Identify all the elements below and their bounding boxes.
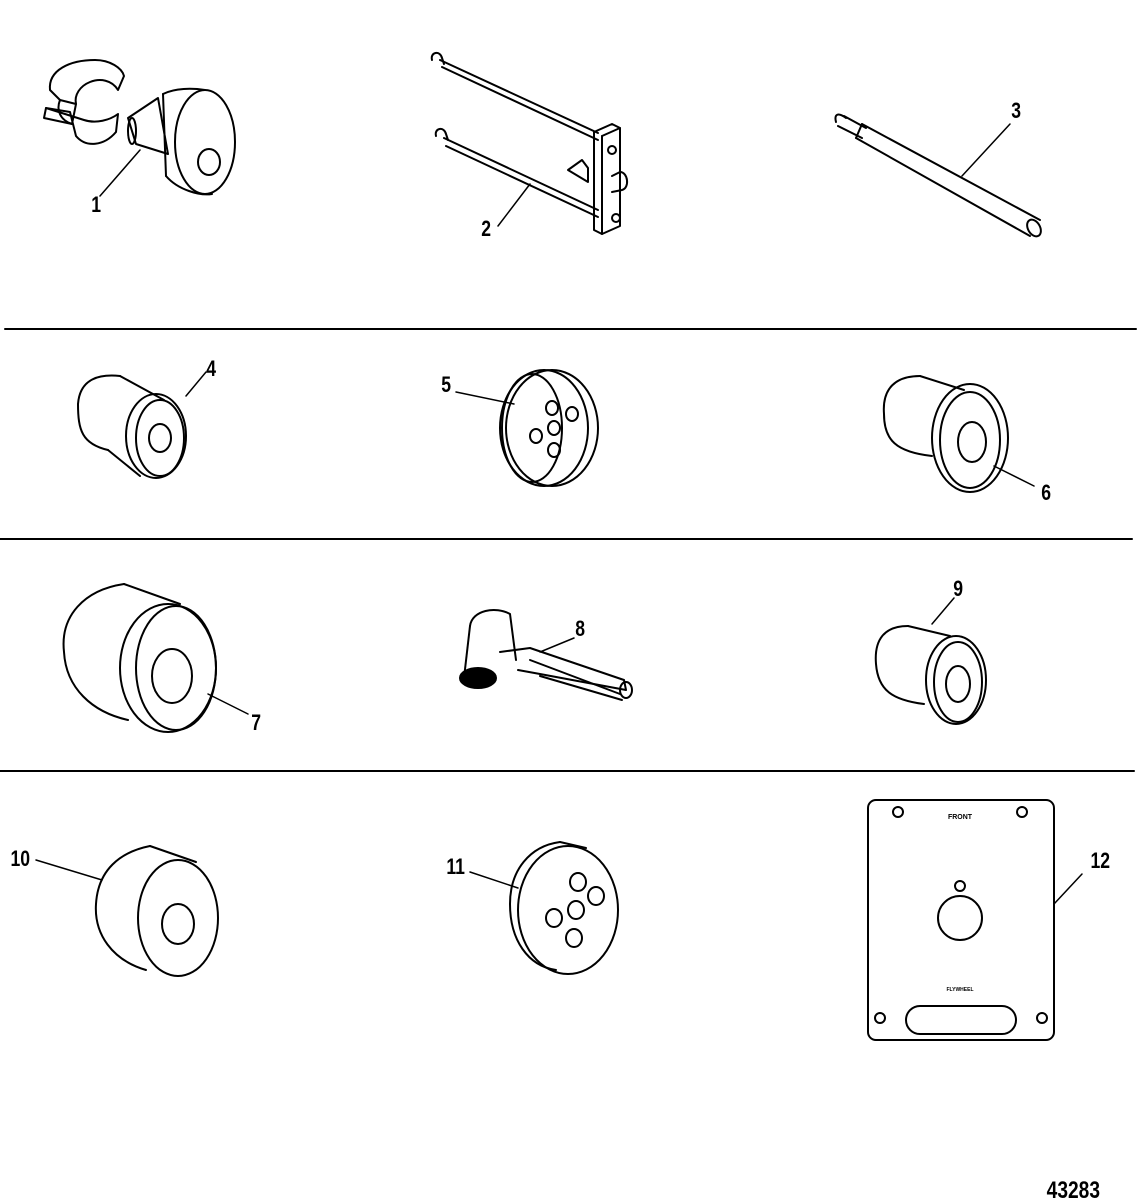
figure-number: 43283 [1047,1176,1100,1200]
callout-8: 8 [575,617,585,641]
tool-5-plate [455,369,599,487]
callout-4: 4 [206,357,216,381]
tool-9-bushing-driver [874,597,987,725]
tool-11-plate [469,841,619,975]
callout-7: 7 [251,711,261,735]
callout-5: 5 [441,373,451,397]
tool-12-flywheel-plate: FRONT FLYWHEEL [867,799,1083,1041]
tool-3-rod [834,113,1042,238]
callout-9: 9 [953,577,963,601]
callout-11: 11 [446,855,465,879]
tool-2-puller [430,52,628,235]
callout-12: 12 [1090,849,1110,873]
callout-1: 1 [91,193,101,217]
callout-2: 2 [481,217,491,241]
callout-6: 6 [1041,481,1051,505]
tool-1-collar-driver [43,59,236,197]
callout-3: 3 [1011,99,1021,123]
plate-front-label: FRONT [948,814,973,821]
tool-4-bushing-driver [77,371,207,479]
tool-8-hammer-puller [459,609,633,701]
callout-10: 10 [10,847,30,871]
tool-6-bushing-driver [882,375,1035,493]
tool-10-driver [35,845,219,977]
tool-7-large-driver [62,583,249,733]
plate-flywheel-label: FLYWHEEL [946,987,973,993]
